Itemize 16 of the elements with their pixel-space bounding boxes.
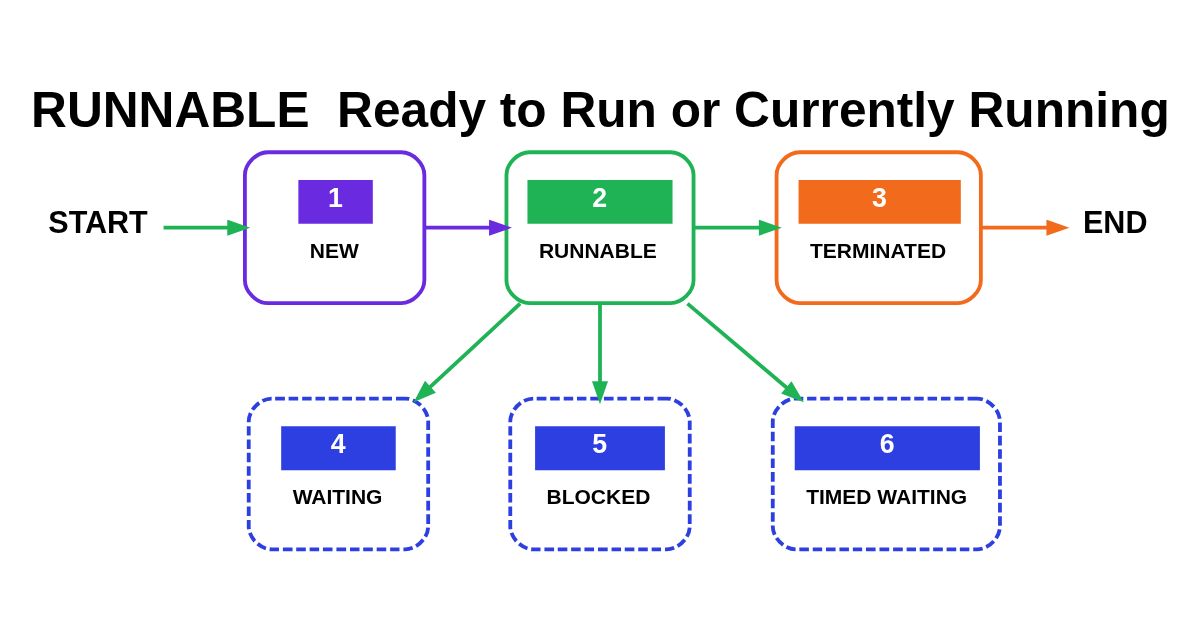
node-box: 5 BLOCKED xyxy=(508,396,692,551)
node-text: END xyxy=(1083,204,1148,239)
arrow xyxy=(163,219,251,236)
node-text: START xyxy=(48,204,148,239)
node-box: 4 WAITING xyxy=(246,396,431,551)
node-box: 2 RUNNABLE xyxy=(504,149,696,305)
arrow xyxy=(693,219,782,236)
arrow xyxy=(981,219,1070,236)
arrow xyxy=(424,219,513,236)
arrow xyxy=(591,303,609,404)
diagram-title: RUNNABLE Ready to Run or Currently Running xyxy=(31,81,1170,138)
arrow xyxy=(686,301,804,402)
node-box: 3 TERMINATED xyxy=(774,149,983,305)
node-box: 6 TIMED WAITING xyxy=(770,396,1002,551)
node-box: 1 NEW xyxy=(243,149,427,305)
arrow xyxy=(413,301,522,402)
